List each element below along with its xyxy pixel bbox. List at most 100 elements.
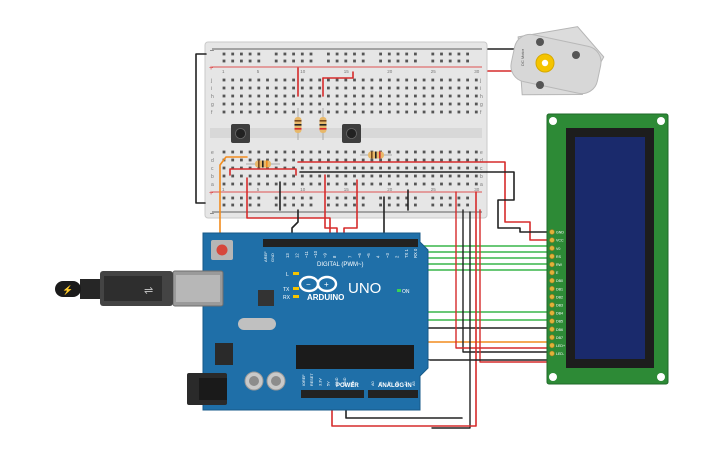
- breadboard-hole: [344, 182, 348, 186]
- wire-red-lcd-led: [455, 191, 549, 349]
- breadboard-hole: [248, 182, 252, 186]
- power-pin-label: Vin: [351, 381, 355, 386]
- breadboard-hole: [300, 78, 304, 82]
- lcd-display[interactable]: GNDVCCV0RSRWEDB0DB1DB2DB3DB4DB5DB6DB7LED…: [546, 113, 669, 385]
- breadboard-hole: [396, 94, 400, 98]
- breadboard-hole: [379, 182, 382, 186]
- breadboard-hole: [240, 110, 243, 114]
- breadboard-hole: [353, 94, 356, 98]
- breadboard-hole: [240, 94, 243, 98]
- breadboard-hole: [396, 158, 400, 162]
- breadboard-hole: [274, 174, 278, 178]
- breadboard-rail-hole: [327, 52, 330, 56]
- breadboard-hole: [448, 166, 452, 170]
- breadboard-hole: [440, 158, 443, 162]
- breadboard-rail-hole: [240, 203, 243, 207]
- breadboard-hole: [396, 166, 400, 170]
- lcd-pin-label: RW: [556, 263, 563, 267]
- breadboard-hole: [414, 102, 417, 106]
- breadboard-rail-hole: [335, 52, 339, 56]
- row-letter-bottom-right: a: [480, 182, 483, 188]
- breadboard-hole: [257, 158, 261, 162]
- analog-header: [368, 390, 418, 398]
- breadboard-hole: [318, 94, 322, 98]
- breadboard-rail-hole: [466, 203, 469, 207]
- breadboard-hole: [300, 102, 304, 106]
- breadboard-rail-hole: [379, 52, 382, 56]
- breadboard-hole: [448, 158, 452, 162]
- row-letter-top-right: f: [480, 110, 482, 116]
- wire-hidden: [420, 240, 548, 304]
- column-number: 10: [300, 187, 306, 192]
- breadboard-hole: [335, 174, 339, 178]
- breadboard-hole: [335, 78, 339, 82]
- breadboard-hole: [300, 166, 304, 170]
- breadboard-hole: [344, 158, 348, 162]
- resistor-4: [360, 151, 392, 159]
- breadboard-hole: [309, 158, 313, 162]
- breadboard-rail-hole: [361, 203, 365, 207]
- dc-motor[interactable]: DC Motor: [508, 25, 606, 99]
- breadboard-hole: [231, 150, 235, 154]
- breadboard-hole: [353, 174, 356, 178]
- lcd-pin: [549, 334, 555, 340]
- row-letter-bottom-right: d: [480, 158, 483, 164]
- breadboard-hole: [422, 174, 426, 178]
- breadboard-hole: [431, 182, 435, 186]
- breadboard-rail-hole: [248, 52, 252, 56]
- atmega-chip: [296, 345, 414, 369]
- breadboard-rail-hole: [353, 52, 356, 56]
- breadboard-hole: [466, 102, 469, 106]
- breadboard-hole: [405, 150, 409, 154]
- breadboard-hole: [414, 110, 417, 114]
- breadboard-hole: [257, 94, 261, 98]
- lcd-pin: [549, 294, 555, 300]
- breadboard-rail-hole: [222, 196, 226, 200]
- breadboard-hole: [292, 78, 295, 82]
- breadboard-rail-hole: [283, 52, 287, 56]
- wire-red-d10: [246, 177, 331, 241]
- breadboard-hole: [300, 158, 304, 162]
- breadboard-hole: [431, 86, 435, 90]
- breadboard-hole: [466, 150, 469, 154]
- breadboard-hole: [422, 158, 426, 162]
- digital-pin-label: TX 1: [404, 248, 409, 258]
- breadboard-rail-hole: [387, 59, 391, 63]
- breadboard-hole: [466, 94, 469, 98]
- lcd-pin-label: DB4: [556, 312, 563, 316]
- power-pin-label: GND: [343, 377, 347, 386]
- breadboard-hole: [448, 110, 452, 114]
- breadboard-hole: [422, 110, 426, 114]
- breadboard-hole: [466, 86, 469, 90]
- breadboard-rail-hole: [396, 52, 400, 56]
- pushbutton-left[interactable]: [231, 124, 250, 143]
- breadboard-rail-hole: [292, 196, 295, 200]
- breadboard-rail-hole: [414, 196, 417, 200]
- led-l-label: L: [286, 272, 289, 278]
- reset-button[interactable]: [211, 240, 233, 260]
- usb-icon: ⇌: [144, 285, 153, 297]
- arduino-uno[interactable]: ⇌ ⚡ − + ARDUINO UNO: [55, 232, 429, 411]
- digital-pin-label: 12: [294, 253, 299, 258]
- breadboard-hole: [283, 158, 287, 162]
- breadboard-hole: [335, 86, 339, 90]
- lcd-mount-hole-2: [657, 117, 665, 125]
- breadboard-hole: [266, 174, 269, 178]
- digital-pin-label: ~5: [366, 253, 371, 258]
- breadboard-hole: [266, 150, 269, 154]
- wire-red-right: [479, 209, 549, 363]
- breadboard-hole: [248, 158, 252, 162]
- pushbutton-right[interactable]: [342, 124, 361, 143]
- power-jack: [187, 373, 227, 405]
- breadboard-hole: [474, 94, 478, 98]
- breadboard-hole: [257, 166, 261, 170]
- breadboard-rail-hole: [466, 196, 469, 200]
- on-label: ON: [402, 289, 410, 295]
- breadboard-hole: [240, 174, 243, 178]
- breadboard-hole: [457, 174, 461, 178]
- crystal: [238, 318, 276, 330]
- breadboard-hole: [257, 110, 261, 114]
- breadboard-hole: [396, 78, 400, 82]
- breadboard-hole: [387, 78, 391, 82]
